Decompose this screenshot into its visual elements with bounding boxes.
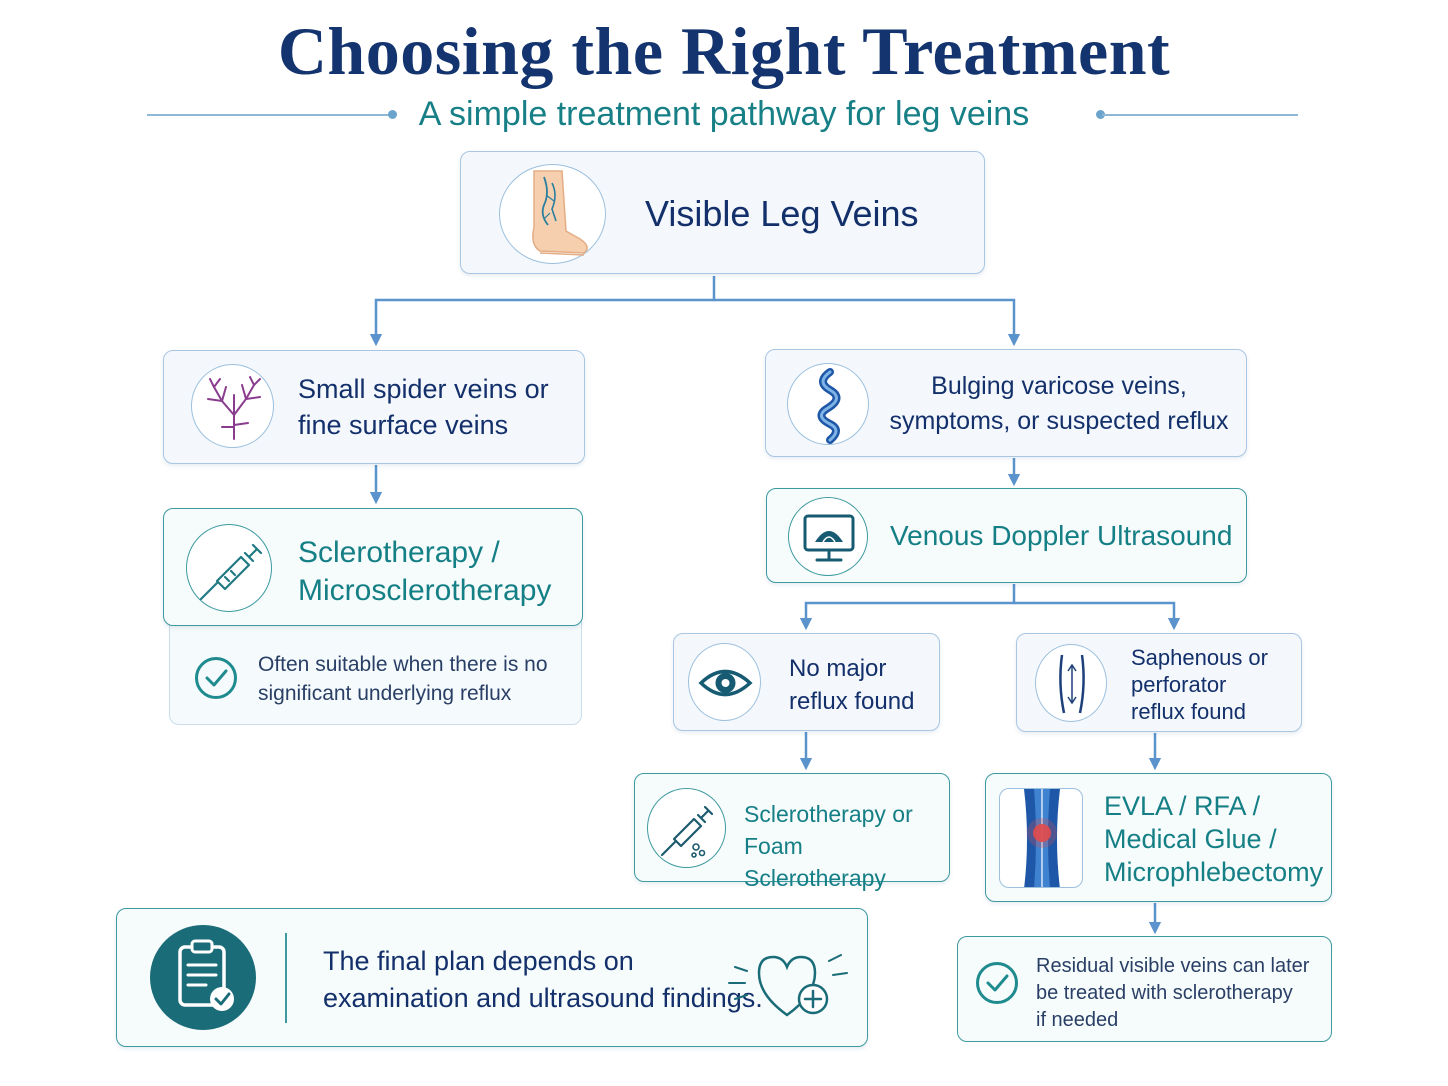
subtitle-rule-dot-left	[388, 110, 397, 119]
varicose-vein-icon	[787, 363, 869, 445]
heart-plus-icon	[723, 937, 853, 1027]
syringe-icon	[186, 524, 272, 612]
node-final-plan-text: The final plan depends on examination an…	[323, 943, 763, 1017]
foam-line-2: Foam Sclerotherapy	[744, 833, 886, 891]
node-doppler-label: Venous Doppler Ultrasound	[890, 520, 1233, 551]
reflux-line-2: perforator	[1131, 672, 1227, 697]
treated-vein-icon	[999, 788, 1083, 888]
node-residual-text: Residual visible veins can later be trea…	[1036, 953, 1309, 1034]
node-spider-veins-label: Small spider veins or fine surface veins	[298, 371, 549, 443]
eye-icon	[688, 643, 761, 721]
node-visible-leg-veins: Visible Leg Veins	[460, 151, 985, 274]
node-varicose-veins-label: Bulging varicose veins, symptoms, or sus…	[886, 369, 1232, 439]
node-foam-sclerotherapy-label: Sclerotherapy or Foam Sclerotherapy	[744, 798, 949, 894]
node-doppler: Venous Doppler Ultrasound	[766, 488, 1247, 583]
sclero-line-1: Sclerotherapy /	[298, 536, 500, 569]
vein-reflux-icon	[1035, 644, 1107, 722]
residual-line-1: Residual visible veins can later	[1036, 955, 1310, 977]
check-circle-icon	[195, 657, 237, 699]
node-reflux-found: Saphenous or perforator reflux found	[1016, 633, 1302, 732]
page-title: Choosing the Right Treatment	[277, 13, 1171, 89]
final-line-2: examination and ultrasound findings.	[323, 983, 763, 1013]
varicose-line-2: symptoms, or suspected reflux	[889, 407, 1229, 435]
node-evla-label: EVLA / RFA / Medical Glue / Microphlebec…	[1104, 790, 1323, 889]
varicose-line-1: Bulging varicose veins,	[931, 372, 1187, 400]
evla-line-2: Medical Glue /	[1104, 824, 1277, 854]
evla-line-3: Microphlebectomy	[1104, 857, 1324, 887]
subtitle-rule-dot-right	[1096, 110, 1105, 119]
sclero-note-line-1: Often suitable when there is no	[258, 653, 548, 676]
node-spider-veins: Small spider veins or fine surface veins	[163, 350, 585, 464]
node-sclerotherapy: Sclerotherapy / Microsclerotherapy	[163, 508, 583, 626]
leg-veins-icon	[499, 164, 606, 264]
final-plan-divider	[285, 933, 287, 1023]
node-reflux-found-label: Saphenous or perforator reflux found	[1131, 644, 1268, 725]
node-no-reflux-label: No major reflux found	[789, 652, 914, 718]
no-reflux-line-1: No major	[789, 655, 887, 682]
spider-vein-icon	[191, 364, 274, 448]
spider-line-2: fine surface veins	[298, 410, 509, 440]
node-evla: EVLA / RFA / Medical Glue / Microphlebec…	[985, 773, 1332, 902]
foam-syringe-icon	[647, 788, 726, 868]
residual-line-3: if needed	[1036, 1009, 1119, 1031]
ultrasound-monitor-icon	[788, 497, 868, 576]
node-varicose-veins: Bulging varicose veins, symptoms, or sus…	[765, 349, 1247, 457]
sclero-note-line-2: significant underlying reflux	[258, 682, 512, 705]
check-circle-icon	[976, 962, 1018, 1004]
final-line-1: The final plan depends on	[323, 946, 634, 976]
node-visible-leg-veins-label: Visible Leg Veins	[645, 193, 919, 234]
reflux-line-1: Saphenous or	[1131, 645, 1268, 670]
node-final-plan: The final plan depends on examination an…	[116, 908, 868, 1047]
reflux-line-3: reflux found	[1131, 699, 1246, 724]
spider-line-1: Small spider veins or	[298, 374, 549, 404]
node-foam-sclerotherapy: Sclerotherapy or Foam Sclerotherapy	[634, 773, 950, 891]
evla-line-1: EVLA / RFA /	[1104, 791, 1261, 821]
node-residual: Residual visible veins can later be trea…	[957, 936, 1332, 1042]
node-sclerotherapy-label: Sclerotherapy / Microsclerotherapy	[298, 534, 551, 610]
sclero-line-2: Microsclerotherapy	[298, 574, 552, 607]
page-subtitle: A simple treatment pathway for leg veins	[418, 95, 1030, 133]
no-reflux-line-2: reflux found	[789, 688, 915, 715]
foam-line-1: Sclerotherapy or	[744, 801, 913, 827]
node-no-reflux: No major reflux found	[673, 633, 940, 731]
subtitle-rule-left	[147, 114, 392, 116]
residual-line-2: be treated with sclerotherapy	[1036, 982, 1293, 1004]
clipboard-check-icon	[150, 925, 256, 1030]
node-sclero-note-text: Often suitable when there is no signific…	[258, 650, 548, 708]
subtitle-rule-right	[1102, 114, 1298, 116]
